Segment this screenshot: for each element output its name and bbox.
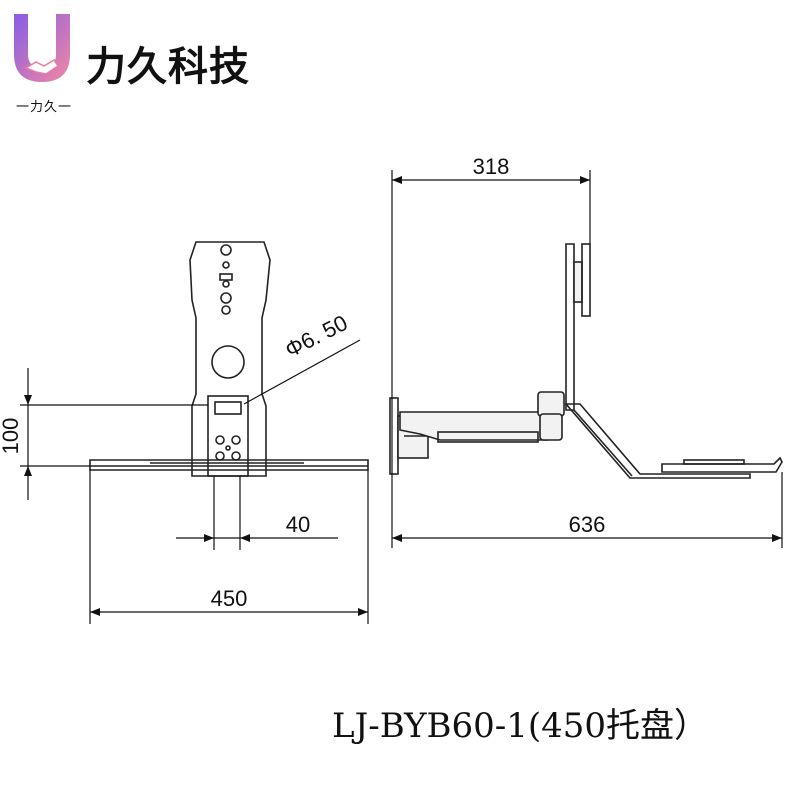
upright-body <box>189 241 271 477</box>
dim-450: 450 <box>211 586 248 611</box>
side-arm <box>399 411 557 441</box>
dim-318: 318 <box>473 154 510 179</box>
dim-hole-diameter: Φ6. 50 <box>281 310 352 362</box>
brand-name: 力久科技 <box>86 44 250 90</box>
vertical-post <box>565 243 575 411</box>
side-dimensions: 318 636 <box>391 154 783 548</box>
logo-u-icon <box>14 14 70 82</box>
brand-logo: 力久科技 一力久一 <box>8 10 258 115</box>
wall-plate <box>389 397 399 475</box>
mounting-plate <box>207 395 249 477</box>
brand-subtitle: 一力久一 <box>16 100 73 115</box>
dim-636: 636 <box>569 512 606 537</box>
large-hole <box>211 345 245 379</box>
side-tray <box>661 456 783 473</box>
dim-100: 100 <box>0 418 23 455</box>
front-tray <box>89 459 369 471</box>
front-dimensions: 100 Φ6. 50 40 450 <box>0 310 369 624</box>
side-view <box>389 243 783 479</box>
product-caption: LJ-BYB60-1(450托盘） <box>332 706 709 746</box>
angled-support <box>564 403 751 479</box>
dim-40: 40 <box>286 512 310 537</box>
